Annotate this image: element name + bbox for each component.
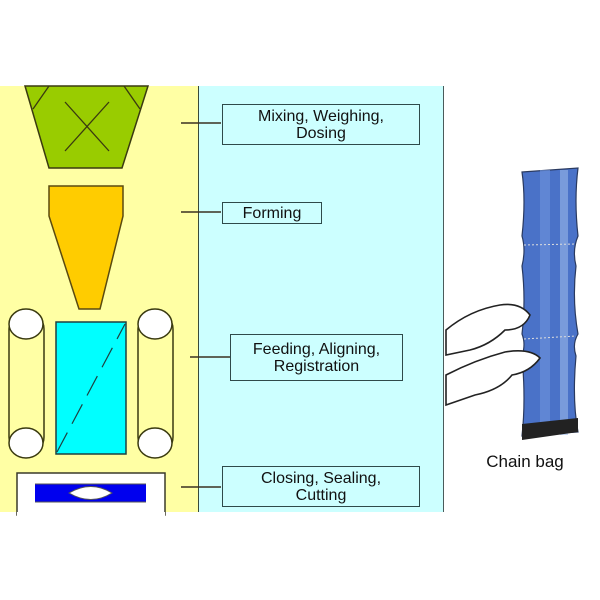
hands-icon xyxy=(445,303,542,407)
stage-label-forming: Forming xyxy=(222,202,322,224)
hopper-icon xyxy=(23,85,150,169)
connector-lines xyxy=(181,122,230,488)
film-seam-line xyxy=(56,323,126,453)
sealing-jaws-icon xyxy=(16,472,166,516)
left-belt xyxy=(8,308,45,459)
stage-label-dosing: Mixing, Weighing, Dosing xyxy=(222,104,420,145)
chain-bag-caption: Chain bag xyxy=(486,452,564,471)
stage-label-feeding: Feeding, Aligning, Registration xyxy=(230,334,403,381)
right-belt xyxy=(137,308,174,459)
belt-feeder-icon xyxy=(8,308,174,459)
stage-label-sealing: Closing, Sealing, Cutting xyxy=(222,466,420,507)
chain-bag-illustration xyxy=(445,167,579,440)
forming-funnel-icon xyxy=(48,185,124,310)
label-panel xyxy=(198,86,444,512)
